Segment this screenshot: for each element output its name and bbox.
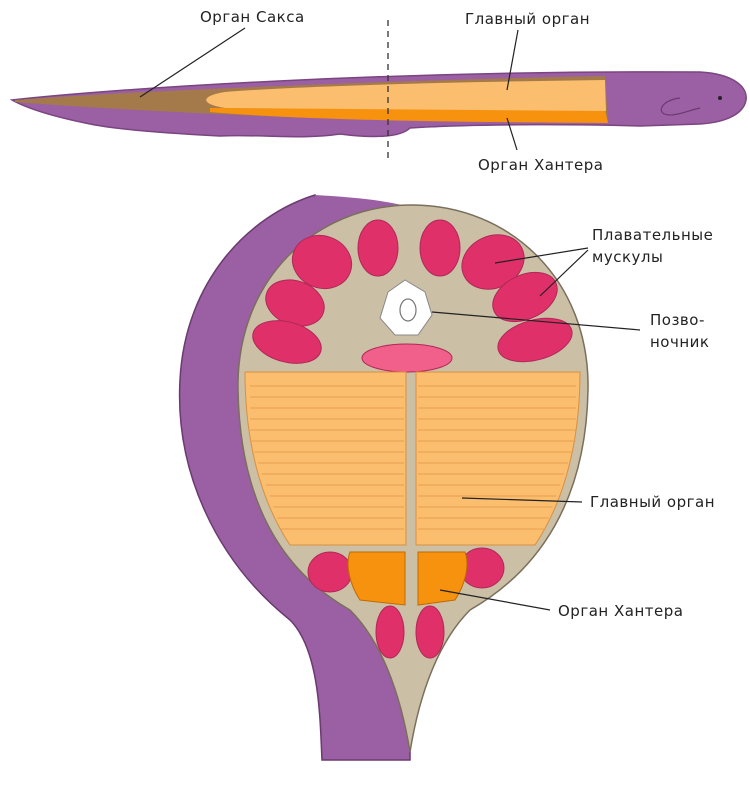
main-organ-shape [206,80,606,111]
spinal-canal [399,298,417,322]
hunter-organ-shape [210,108,608,123]
main-organ-left [244,371,407,546]
label-spine-1: Позво- [650,311,705,329]
label-main-organ-top: Главный орган [465,10,590,28]
dorsal-vessel [361,343,453,373]
label-hunter-organ: Орган Хантера [558,602,683,620]
main-organ-right [415,371,581,546]
label-swim-muscles-1: Плавательные [592,226,713,244]
hunter-organ-left [347,551,406,606]
electrocyte-stripes [250,385,576,530]
label-swim-muscles-2: мускулы [592,248,663,266]
eel-cross-section [178,194,589,761]
swim-muscles [252,219,573,364]
label-sachs-organ: Орган Сакса [200,8,305,26]
label-hunter-organ-top: Орган Хантера [478,156,603,174]
label-main-organ: Главный орган [590,493,715,511]
eel-side-view [9,20,747,160]
label-spine-2: ночник [650,333,709,351]
eye-icon [718,96,722,100]
gill-icon [660,97,701,116]
hunter-organ-right [417,551,468,606]
